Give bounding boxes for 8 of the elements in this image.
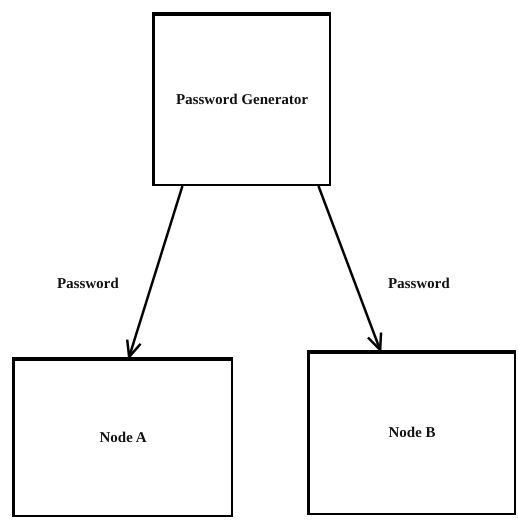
process-box [152, 12, 331, 186]
arrow [126, 186, 184, 358]
node-label: Node A [99, 430, 147, 446]
node-label: Password Generator [176, 92, 308, 108]
process-box [12, 357, 233, 517]
arrow [317, 186, 382, 352]
node-label: Node B [388, 425, 436, 442]
process-box [307, 350, 516, 515]
